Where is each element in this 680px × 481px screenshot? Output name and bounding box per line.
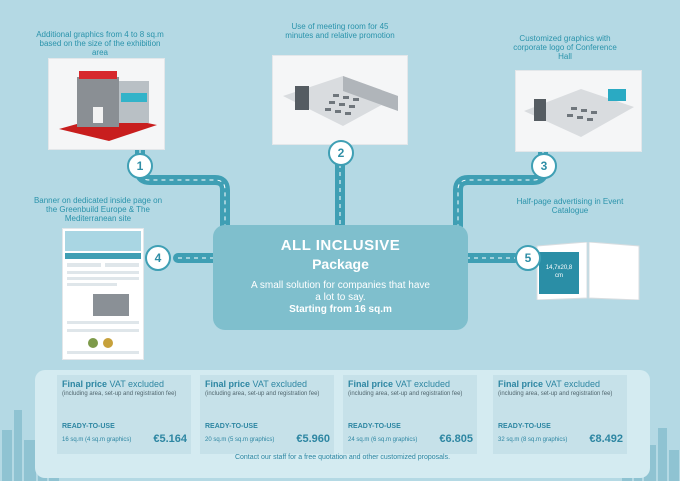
step-3-badge: 3 xyxy=(531,153,557,179)
website-banner-image xyxy=(62,228,144,360)
package-price: €8.492 xyxy=(589,433,623,445)
price-includes: (including area, set-up and registration… xyxy=(498,391,613,397)
catalogue-size-label: 14,7x20,8 cm xyxy=(545,265,573,279)
step-1-caption: Additional graphics from 4 to 8 sq.m bas… xyxy=(36,30,164,57)
ready-to-use-label: READY-TO-USE xyxy=(62,423,115,430)
catalogue-image: 14,7x20,8 cm xyxy=(533,242,643,300)
final-price-label: Final price xyxy=(498,379,544,389)
step-3-caption: Customized graphics with corporate logo … xyxy=(513,34,617,61)
package-price: €5.164 xyxy=(153,433,187,445)
vat-label: VAT excluded xyxy=(395,379,451,389)
pricing-panel: Final price VAT excluded (including area… xyxy=(35,370,650,478)
package-size: 16 sq.m (4 sq.m graphics) xyxy=(62,437,132,443)
conference-hall-image xyxy=(515,70,642,152)
vat-label: VAT excluded xyxy=(252,379,308,389)
package-size: 24 sq.m (6 sq.m graphics) xyxy=(348,437,418,443)
step-4-badge: 4 xyxy=(145,245,171,271)
price-card-24: Final price VAT excluded (including area… xyxy=(343,375,477,454)
final-price-label: Final price xyxy=(205,379,251,389)
price-includes: (including area, set-up and registration… xyxy=(62,391,177,397)
step-4-caption: Banner on dedicated inside page on the G… xyxy=(33,196,163,223)
package-price: €5.960 xyxy=(296,433,330,445)
package-tagline: A small solution for companies that have… xyxy=(251,280,430,303)
final-price-label: Final price xyxy=(62,379,108,389)
price-card-16: Final price VAT excluded (including area… xyxy=(57,375,191,454)
price-card-32: Final price VAT excluded (including area… xyxy=(493,375,627,454)
price-card-20: Final price VAT excluded (including area… xyxy=(200,375,334,454)
package-title: ALL INCLUSIVE xyxy=(280,237,401,254)
ready-to-use-label: READY-TO-USE xyxy=(205,423,258,430)
package-summary-panel: ALL INCLUSIVE Package A small solution f… xyxy=(213,225,468,330)
price-includes: (including area, set-up and registration… xyxy=(348,391,463,397)
step-2-caption: Use of meeting room for 45 minutes and r… xyxy=(285,22,395,40)
vat-label: VAT excluded xyxy=(545,379,601,389)
step-2-badge: 2 xyxy=(328,140,354,166)
exhibition-stand-image xyxy=(48,58,165,150)
package-price: €6.805 xyxy=(439,433,473,445)
step-5-caption: Half-page advertising in Event Catalogue xyxy=(516,197,624,215)
package-size: 32 sq.m (8 sq.m graphics) xyxy=(498,437,568,443)
price-includes: (including area, set-up and registration… xyxy=(205,391,320,397)
ready-to-use-label: READY-TO-USE xyxy=(348,423,401,430)
package-size: 20 sq.m (5 sq.m graphics) xyxy=(205,437,275,443)
meeting-room-image xyxy=(272,55,408,145)
vat-label: VAT excluded xyxy=(109,379,165,389)
package-subtitle: Package xyxy=(312,256,369,272)
step-5-badge: 5 xyxy=(515,245,541,271)
step-1-badge: 1 xyxy=(127,153,153,179)
package-start-size: Starting from 16 sq.m xyxy=(289,304,392,315)
final-price-label: Final price xyxy=(348,379,394,389)
contact-note: Contact our staff for a free quotation a… xyxy=(234,454,451,461)
ready-to-use-label: READY-TO-USE xyxy=(498,423,551,430)
